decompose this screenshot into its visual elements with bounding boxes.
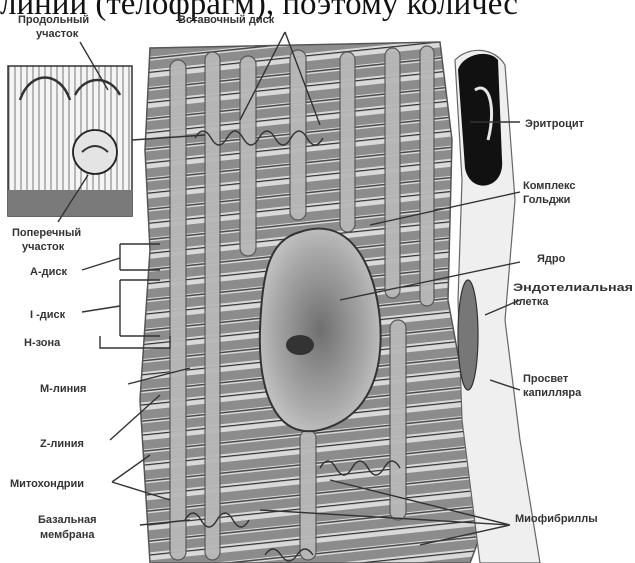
- label-longitudinal-1: Продольный: [18, 14, 89, 26]
- label-endothelial-2: клетка: [513, 296, 549, 308]
- label-intercalated-disc: Вставочный диск: [178, 14, 275, 26]
- label-capillary-2: капилляра: [523, 387, 582, 399]
- label-longitudinal-2: участок: [36, 28, 79, 40]
- muscle-cell-illustration: [140, 42, 490, 563]
- label-golgi-2: Гольджи: [523, 194, 570, 206]
- label-basal-2: мембрана: [40, 529, 95, 541]
- nucleolus-shape: [286, 335, 314, 355]
- label-capillary-1: Просвет: [523, 373, 569, 385]
- label-golgi-1: Комплекс: [523, 180, 576, 192]
- label-transverse-1: Поперечный: [12, 227, 81, 239]
- label-i-disc: I -диск: [30, 309, 66, 321]
- label-erythrocyte: Эритроцит: [525, 118, 585, 130]
- label-nucleus: Ядро: [537, 253, 566, 265]
- label-myofibrils: Миофибриллы: [515, 513, 598, 525]
- endothelial-cell-shape: [458, 280, 478, 390]
- label-m-line: М-линия: [40, 383, 86, 395]
- transverse-section-circle: [73, 130, 117, 174]
- label-transverse-2: участок: [22, 241, 65, 253]
- label-endothelial-1: Эндотелиальная: [513, 282, 633, 294]
- label-h-zone: Н-зона: [24, 337, 61, 349]
- label-basal-1: Базальная: [38, 514, 97, 526]
- label-z-line: Z-линия: [40, 438, 84, 450]
- inset-detail: [8, 66, 132, 216]
- label-mitochondria: Митохондрии: [10, 478, 84, 490]
- nucleus-shape: [260, 229, 381, 432]
- label-a-disc: А-диск: [30, 266, 67, 278]
